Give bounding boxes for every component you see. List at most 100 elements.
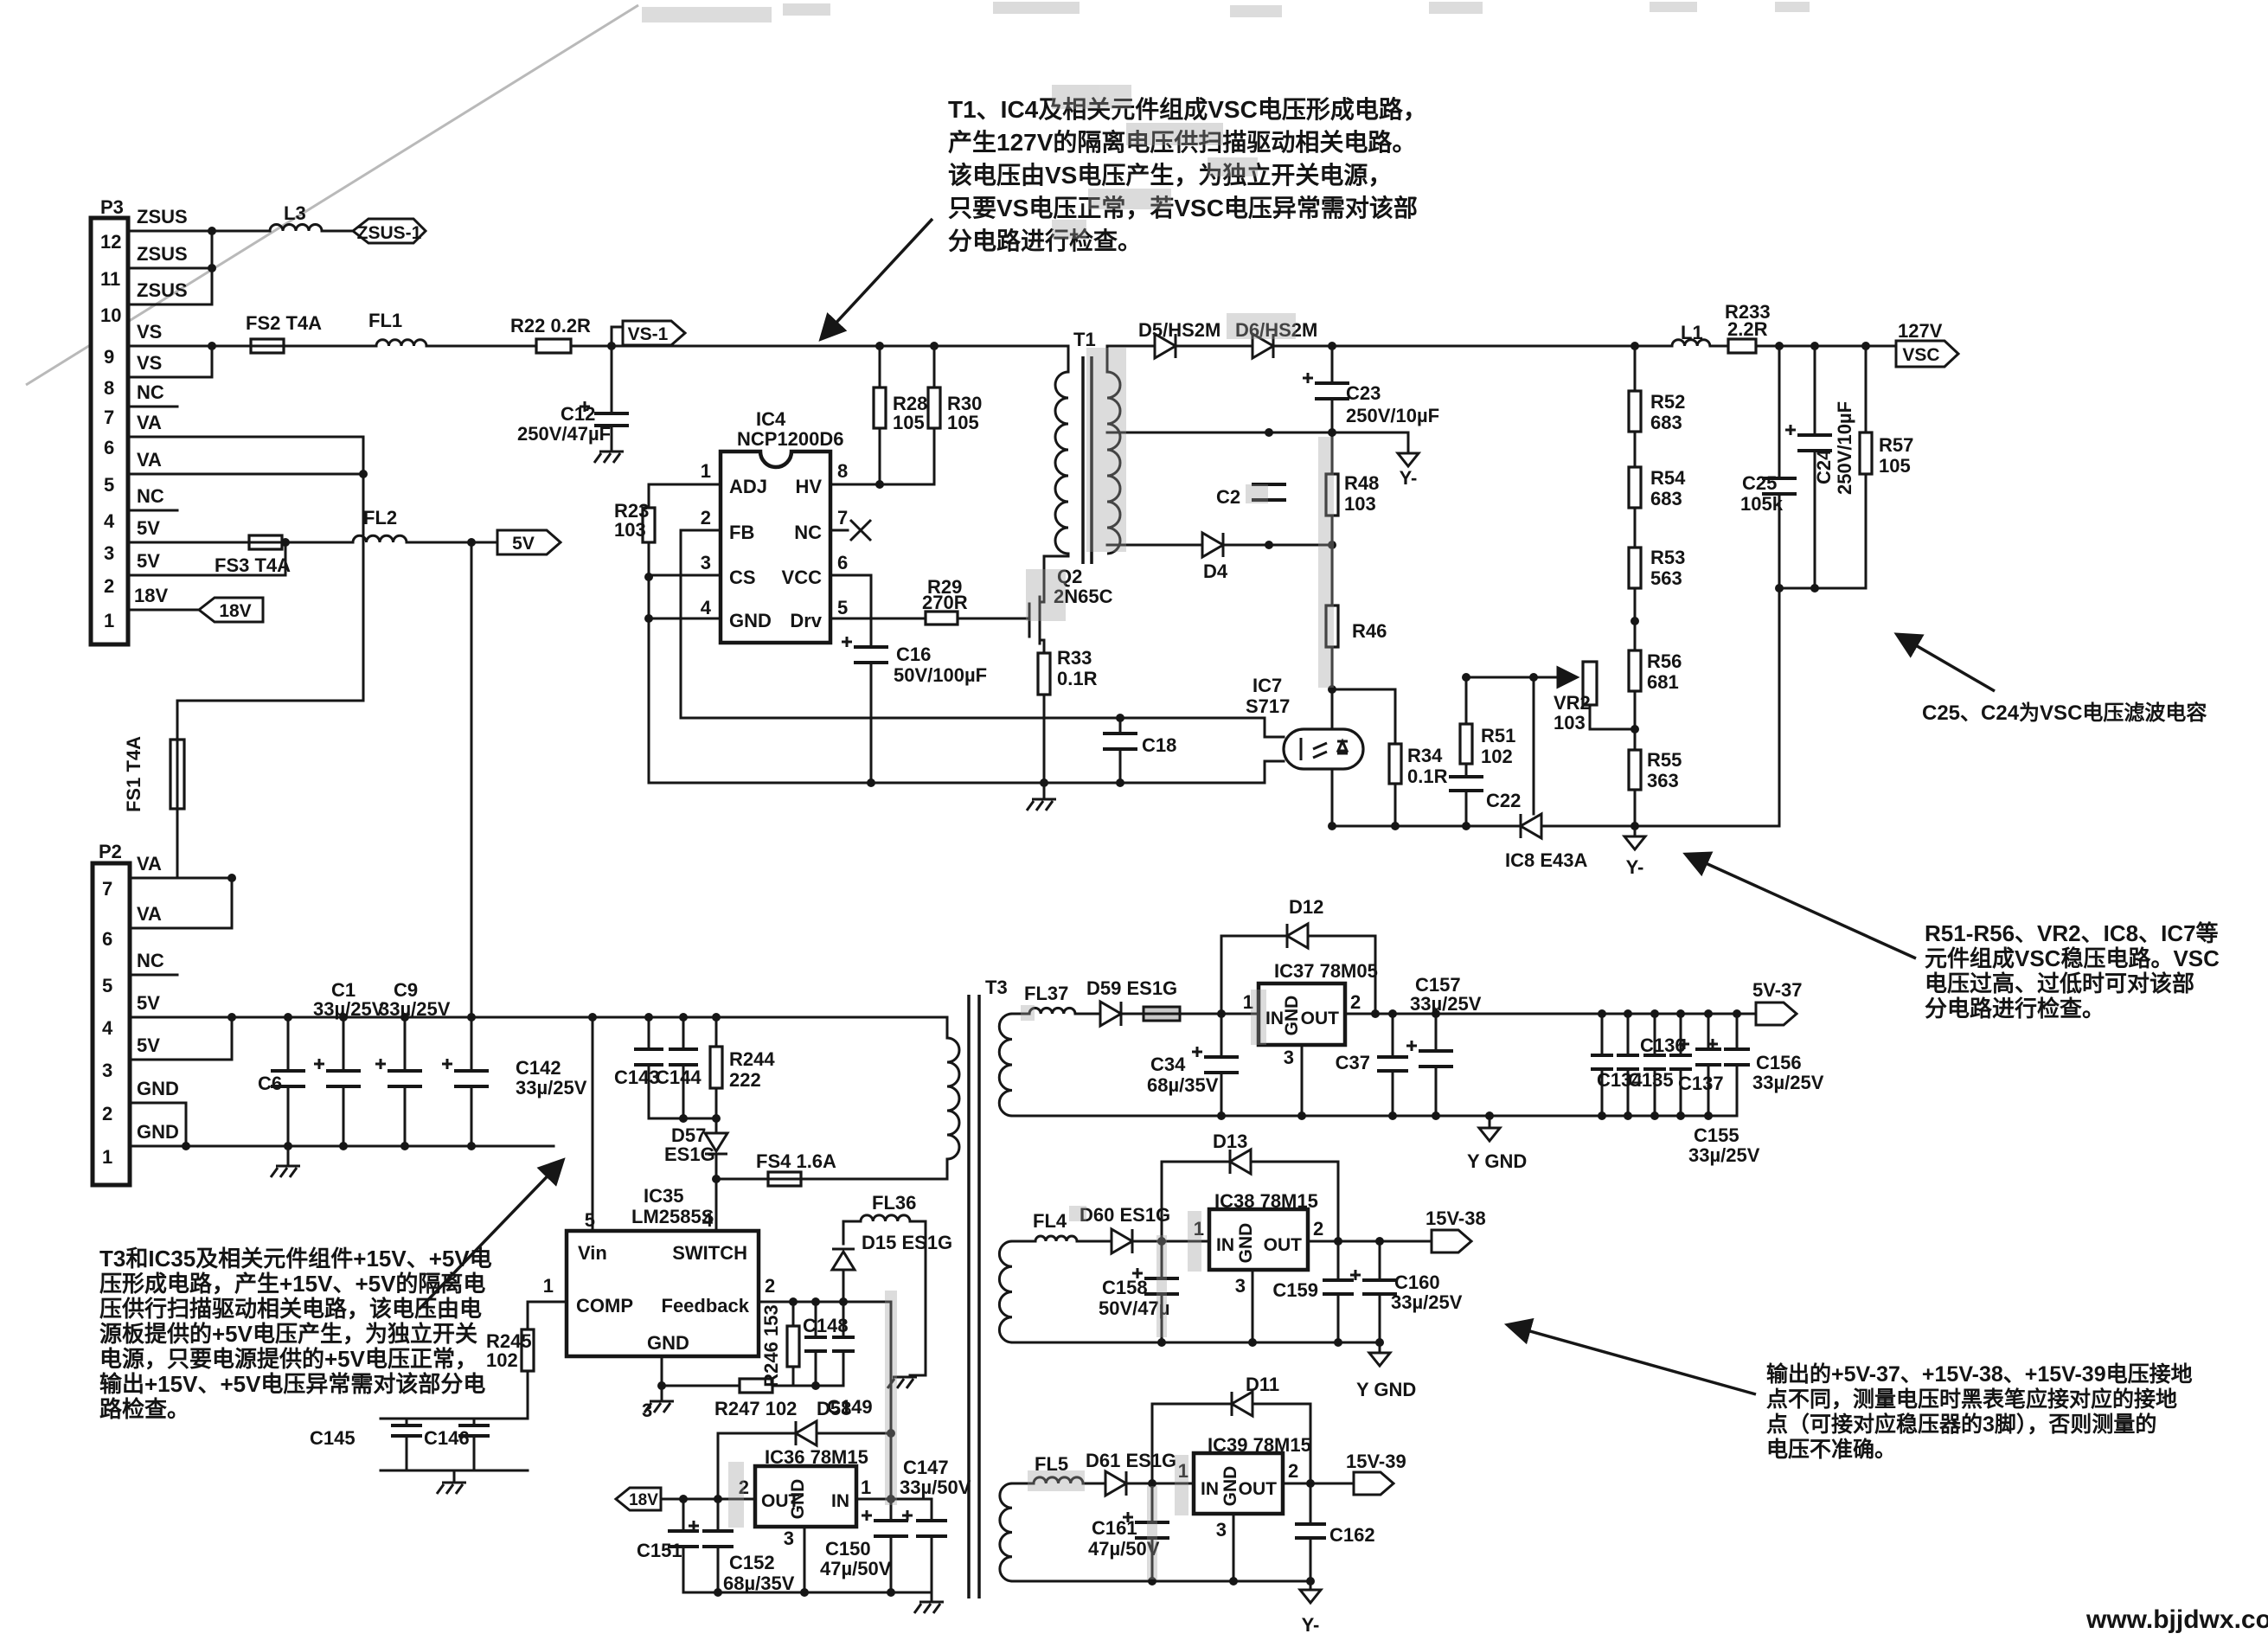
label-D6: D6/HS2M — [1235, 319, 1317, 341]
inductor-L3 — [268, 223, 324, 232]
ic37-pin: 2 — [1350, 991, 1361, 1013]
ic36-pin-name: IN — [831, 1491, 849, 1511]
t3-primary-winding — [946, 1036, 961, 1161]
p2-pin-name: 5V — [137, 1035, 160, 1056]
label-R55-val: 363 — [1647, 770, 1679, 791]
label-FS4: FS4 1.6A — [756, 1150, 836, 1172]
label-D15: D15 ES1G — [862, 1232, 952, 1253]
fuse-FS3 — [247, 534, 284, 551]
ic35-pin: 5 — [585, 1209, 595, 1231]
label-D4: D4 — [1203, 561, 1228, 582]
resistor-R46 — [1324, 604, 1340, 649]
inductor-FL36 — [859, 1214, 912, 1222]
label-C156: C156 — [1756, 1052, 1802, 1073]
label-R51-val: 102 — [1481, 746, 1513, 767]
wire-ic4-area — [647, 344, 1285, 799]
label-D13: D13 — [1213, 1131, 1247, 1152]
arrow-note-t3-ic35 — [417, 1157, 566, 1311]
label-C2: C2 — [1216, 486, 1240, 508]
ic38-pin: 3 — [1235, 1275, 1246, 1297]
label-R244-val: 222 — [729, 1069, 761, 1091]
ic35-pin-name: Vin — [578, 1242, 607, 1264]
label-C18: C18 — [1142, 734, 1176, 756]
chassis-ground-icon — [593, 450, 625, 464]
ic35-pin-name: SWITCH — [672, 1242, 747, 1264]
label-C6: C6 — [258, 1073, 282, 1094]
label-D59: D59 ES1G — [1086, 977, 1177, 999]
p3-pin-number: 6 — [104, 437, 114, 458]
label-yneg: Y- — [1400, 467, 1418, 489]
ic35-pin: 3 — [642, 1400, 652, 1421]
p2-pin-number: 5 — [102, 975, 112, 996]
label-C22: C22 — [1486, 790, 1521, 811]
p3-pin-name: VS — [137, 321, 162, 343]
label-IC36: IC36 78M15 — [765, 1446, 868, 1468]
resistor-R56 — [1627, 649, 1643, 693]
note-vsc-forming-line: 分电路进行检查。 — [948, 227, 1142, 254]
annotation-arrows — [417, 217, 1996, 1396]
chassis-ground-icon — [435, 1481, 468, 1496]
label-C1-val: 33µ/25V — [313, 998, 385, 1020]
label-R245: R245 — [486, 1330, 532, 1352]
inductor-FL2 — [351, 534, 408, 543]
ic38-pin: 1 — [1194, 1218, 1204, 1240]
fuse-FS1 — [169, 738, 186, 810]
wire-stage3 — [1010, 1402, 1355, 1590]
p2-pin-number: 6 — [102, 928, 112, 950]
inductor-FL1 — [375, 338, 428, 347]
label-IC35-part: LM2585S — [631, 1206, 714, 1227]
ic37-pin-name: GND — [1282, 996, 1302, 1036]
tag-text-18v: 18V — [219, 601, 251, 621]
label-C1: C1 — [331, 979, 356, 1001]
note-vsc-forming-line: 该电压由VS电压产生，为独立开关电源， — [948, 161, 1392, 189]
label-R246: R246 153 — [760, 1304, 782, 1387]
ic35-pin-name: GND — [647, 1332, 689, 1354]
label-VR2: VR2 — [1554, 692, 1591, 714]
note-vsc-forming-line: 产生127V的隔离电压供扫描驱动相关电路。 — [948, 128, 1416, 156]
resistor-R22 — [535, 337, 573, 355]
label-R29-val: 270R — [922, 592, 968, 613]
label-C9: C9 — [394, 979, 418, 1001]
label-C161: C161 — [1092, 1517, 1137, 1539]
note-vsc-regulation-line: R51-R56、VR2、IC8、IC7等 — [1925, 920, 2219, 946]
label-R57-val: 105 — [1879, 455, 1911, 477]
note-t3-ic35-line: 压供行扫描驱动相关电路，该电压由电 — [99, 1296, 482, 1322]
label-R52: R52 — [1650, 391, 1685, 413]
label-R56: R56 — [1647, 650, 1682, 672]
ic36-pin-name: OUT — [761, 1491, 800, 1511]
note-t3-ic35-line: 压形成电路，产生+15V、+5V的隔离电 — [99, 1271, 485, 1297]
label-C158-val: 50V/47µ — [1099, 1297, 1169, 1319]
optocoupler-IC7 — [1282, 727, 1365, 771]
note-vsc-forming-line: T1、IC4及相关元件组成VSC电压形成电路， — [948, 96, 1427, 123]
ic39-pin-name: IN — [1201, 1479, 1219, 1499]
resistor-R28 — [872, 386, 887, 430]
chassis-ground-icon — [913, 1600, 945, 1615]
tag-5V — [496, 529, 563, 556]
label-D12: D12 — [1289, 896, 1323, 918]
label-R233: R233 — [1725, 301, 1771, 323]
ic4-pin-name: Drv — [790, 610, 822, 631]
resistor-R51 — [1458, 722, 1474, 766]
resistor-R29 — [924, 610, 959, 626]
label-C37: C37 — [1336, 1052, 1370, 1073]
label-D11: D11 — [1246, 1374, 1279, 1395]
p3-pin-number: 11 — [100, 268, 120, 290]
ic4-pin-name: HV — [795, 476, 822, 497]
resistor-R53 — [1627, 546, 1643, 590]
label-FL1: FL1 — [368, 310, 402, 331]
inductor-FL4 — [1034, 1234, 1079, 1242]
note-t3-ic35-line: 输出+15V、+5V电压异常需对该部分电 — [99, 1371, 485, 1397]
label-C144: C144 — [656, 1067, 702, 1088]
label-R23-val: 103 — [614, 519, 646, 541]
note-output-grounds-line: 输出的+5V-37、+15V-38、+15V-39电压接地 — [1766, 1361, 2193, 1387]
diode-D12 — [1285, 922, 1310, 950]
label-C150: C150 — [825, 1538, 871, 1560]
label-ygnd: Y GND — [1356, 1379, 1416, 1400]
tag-18V-out — [613, 1486, 663, 1512]
ic36-pin-name: GND — [788, 1479, 808, 1520]
label-Q2: Q2 — [1057, 566, 1082, 587]
ic4-pin-name: FB — [729, 522, 754, 543]
label-R28: R28 — [893, 393, 927, 414]
wire-ic35-area — [379, 1015, 949, 1501]
label-C151: C151 — [637, 1540, 682, 1561]
